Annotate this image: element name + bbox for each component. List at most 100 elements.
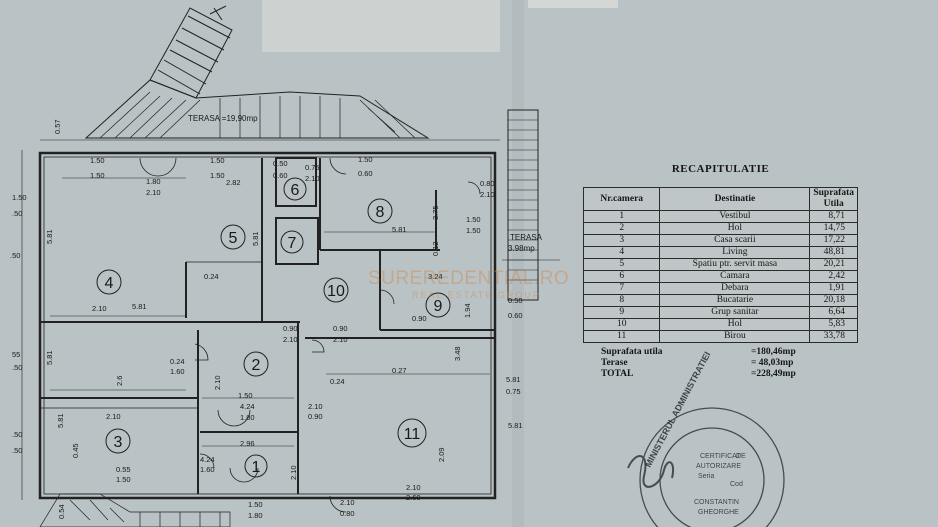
room-number-cell: 2 xyxy=(582,222,661,235)
dimension-label: 0.90 xyxy=(333,324,348,333)
terrace-right xyxy=(507,109,539,301)
dimension-label: 1.80 xyxy=(248,511,263,520)
dimension-label: 0.57 xyxy=(53,119,62,134)
dimension-label: 1.94 xyxy=(463,303,472,318)
dimension-label: 1.80 xyxy=(240,413,255,422)
header-room-number: Nr.camera xyxy=(582,187,661,211)
interior-walls xyxy=(40,157,495,494)
total-value: = 48,03mp xyxy=(751,358,794,368)
destination-cell: Vestibul xyxy=(659,210,811,223)
dimension-label: .50 xyxy=(12,209,22,218)
header-usable-area: Suprafata Utila xyxy=(809,187,858,211)
dimension-label: 2.6 xyxy=(115,376,124,386)
room-label-6: 6 xyxy=(291,182,300,199)
svg-text:CONSTANTIN: CONSTANTIN xyxy=(694,499,739,506)
dimension-label: 2.10 xyxy=(92,304,107,313)
dimension-label: 3.24 xyxy=(428,272,443,281)
dimension-label: .50 xyxy=(12,430,22,439)
dimension-label: 0.24 xyxy=(170,357,185,366)
destination-cell: Camara xyxy=(659,270,811,283)
dimension-label: 2.10 xyxy=(480,190,495,199)
area-cell: 5,83 xyxy=(809,318,858,331)
dimension-label: 2.10 xyxy=(106,412,121,421)
dimension-label: 0.45 xyxy=(71,443,80,458)
dimension-label: 0.80 xyxy=(480,179,495,188)
dimension-label: 5.81 xyxy=(45,350,54,365)
area-cell: 8,71 xyxy=(809,210,858,223)
dimension-label: 5.81 xyxy=(45,229,54,244)
dimension-label: 1.60 xyxy=(170,367,185,376)
dimension-label: 2.10 xyxy=(283,335,298,344)
terrace-right-label: TERASA xyxy=(510,233,543,242)
terrace-top-label: TERASA =19,90mp xyxy=(188,114,258,123)
dimension-label: 2.10 xyxy=(146,188,161,197)
destination-cell: Birou xyxy=(659,330,811,343)
destination-cell: Bucatarie xyxy=(659,294,811,307)
total-label: Suprafata utila xyxy=(601,347,663,357)
dimension-label: 4.24 xyxy=(200,455,215,464)
dimension-label: 0.75 xyxy=(305,163,320,172)
dimension-label: 1.50 xyxy=(116,475,131,484)
dimension-label: 2.10 xyxy=(333,335,348,344)
destination-cell: Hol xyxy=(659,318,811,331)
room-number-cell: 5 xyxy=(582,258,661,271)
dimension-label: 0.60 xyxy=(273,171,288,180)
svg-text:AUTORIZARE: AUTORIZARE xyxy=(696,463,741,470)
room-label-11: 11 xyxy=(404,426,421,443)
area-cell: 48,81 xyxy=(809,246,858,259)
stairs-bottom xyxy=(39,493,231,527)
total-label: Terase xyxy=(601,358,628,368)
room-number-cell: 10 xyxy=(582,318,661,331)
dimension-label: .50 xyxy=(12,363,22,372)
dimension-label: 0.60 xyxy=(358,169,373,178)
dimension-label: .50 xyxy=(12,446,22,455)
dimension-label: 2.60 xyxy=(406,493,421,502)
dimension-label: 0.75 xyxy=(506,387,521,396)
paper-fold xyxy=(512,0,524,527)
total-row: Suprafata utila=180,46mp xyxy=(583,347,858,358)
area-cell: 17,22 xyxy=(809,234,858,247)
destination-cell: Living xyxy=(659,246,811,259)
dimension-label: 2.09 xyxy=(437,447,446,462)
dimension-label: 5.81 xyxy=(392,225,407,234)
dimension-label: 0.24 xyxy=(204,272,219,281)
svg-text:GHEORGHE: GHEORGHE xyxy=(698,509,739,516)
destination-cell: Debara xyxy=(659,282,811,295)
doors xyxy=(139,157,481,513)
total-row: Terase = 48,03mp xyxy=(583,358,858,369)
dimension-label: 2.10 xyxy=(340,498,355,507)
photo-strip-left xyxy=(262,0,500,52)
area-cell: 1,91 xyxy=(809,282,858,295)
dimension-label: 1.60 xyxy=(200,465,215,474)
room-number-cell: 1 xyxy=(582,210,661,223)
dimension-label: 0.50 xyxy=(273,159,288,168)
terrace-right-area: 3.98mp xyxy=(508,244,535,253)
area-cell: 2,42 xyxy=(809,270,858,283)
room-number-cell: 8 xyxy=(582,294,661,307)
dimension-label: 2.82 xyxy=(226,178,241,187)
total-row: TOTAL=228,49mp xyxy=(583,369,858,380)
terrace-top xyxy=(84,79,430,139)
dimension-label: 1.50 xyxy=(90,171,105,180)
area-cell: 14,75 xyxy=(809,222,858,235)
room-label-7: 7 xyxy=(288,235,297,252)
dimension-label: .50 xyxy=(10,251,20,260)
svg-text:Seria: Seria xyxy=(698,473,714,480)
dimension-label: 1.50 xyxy=(466,215,481,224)
room-label-4: 4 xyxy=(105,275,114,292)
area-cell: 6,64 xyxy=(809,306,858,319)
dimension-label: 2.10 xyxy=(308,402,323,411)
recap-header-row: Nr.camera Destinatie Suprafata Utila xyxy=(582,187,858,211)
recap-title: RECAPITULATIE xyxy=(671,163,770,175)
